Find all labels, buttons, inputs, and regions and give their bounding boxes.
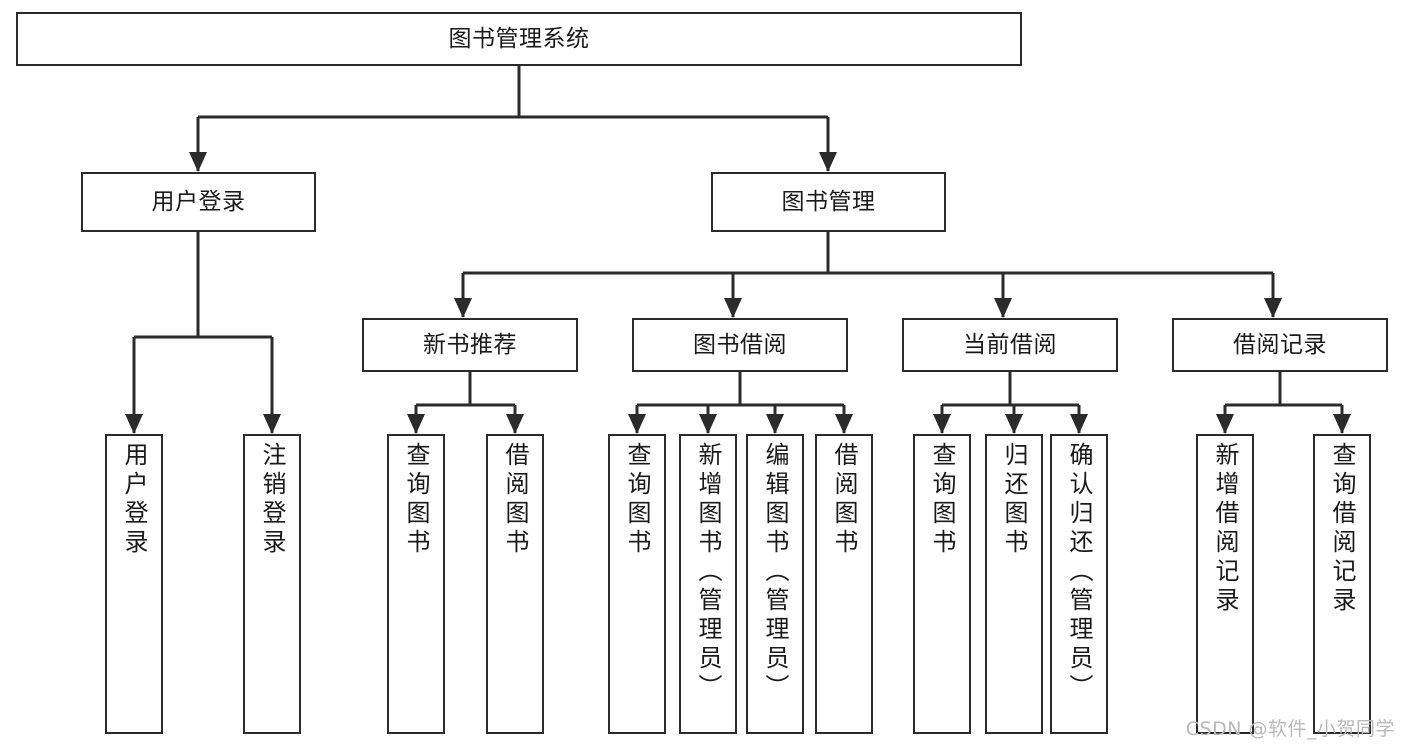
arrow-head-icon	[407, 414, 425, 434]
arrow-head-icon	[1216, 414, 1234, 434]
node-box-leaf-return-book[interactable]: 归还图书	[985, 434, 1043, 734]
node-box-new-book-recommend[interactable]: 新书推荐	[362, 318, 578, 372]
arrow-head-icon	[1264, 298, 1282, 318]
node-box-leaf-borrow-book-1[interactable]: 借阅图书	[486, 434, 544, 734]
node-box-leaf-borrow-book-2[interactable]: 借阅图书	[815, 434, 873, 734]
node-box-leaf-edit-book[interactable]: 编辑图书（管理员）	[746, 434, 804, 734]
node-label: 借阅记录	[1233, 331, 1327, 358]
arrow-head-icon	[699, 414, 717, 434]
node-label: 归还图书	[1000, 442, 1028, 558]
arrow-head-icon	[506, 414, 524, 434]
node-label: 图书管理系统	[448, 25, 590, 52]
node-label: 当前借阅	[963, 331, 1057, 358]
node-label: 编辑图书（管理员）	[761, 442, 789, 703]
arrow-head-icon	[1005, 414, 1023, 434]
node-label: 借阅图书	[830, 442, 858, 558]
node-label: 查询图书	[623, 442, 651, 558]
node-box-book-borrow[interactable]: 图书借阅	[632, 318, 848, 372]
node-label: 新书推荐	[423, 331, 517, 358]
csdn-watermark: CSDN @软件_小贺同学	[1185, 718, 1395, 740]
node-label: 新增借阅记录	[1211, 442, 1239, 616]
arrow-head-icon	[454, 298, 472, 318]
node-label: 查询借阅记录	[1328, 442, 1356, 616]
node-box-leaf-logout[interactable]: 注销登录	[243, 434, 301, 734]
node-box-user-login[interactable]: 用户登录	[81, 172, 316, 232]
arrow-head-icon	[1333, 414, 1351, 434]
arrow-head-icon	[933, 414, 951, 434]
node-box-root[interactable]: 图书管理系统	[16, 12, 1022, 66]
arrow-head-icon	[724, 298, 742, 318]
node-label: 查询图书	[402, 442, 430, 558]
node-box-current-borrow[interactable]: 当前借阅	[902, 318, 1118, 372]
node-box-borrow-record[interactable]: 借阅记录	[1172, 318, 1388, 372]
arrow-head-icon	[1070, 414, 1088, 434]
node-label: 新增图书（管理员）	[694, 442, 722, 703]
node-label: 图书管理	[781, 188, 876, 215]
arrow-head-icon	[263, 414, 281, 434]
arrow-head-icon	[125, 414, 143, 434]
node-label: 用户登录	[120, 442, 148, 558]
node-box-leaf-confirm-return[interactable]: 确认归还（管理员）	[1050, 434, 1108, 734]
node-box-leaf-query-book-2[interactable]: 查询图书	[608, 434, 666, 734]
node-label: 确认归还（管理员）	[1065, 442, 1093, 703]
node-box-leaf-query-book-1[interactable]: 查询图书	[387, 434, 445, 734]
node-label: 图书借阅	[693, 331, 787, 358]
node-label: 注销登录	[258, 442, 286, 558]
node-label: 用户登录	[151, 188, 246, 215]
node-box-leaf-query-book-3[interactable]: 查询图书	[913, 434, 971, 734]
node-box-leaf-query-record[interactable]: 查询借阅记录	[1313, 434, 1371, 734]
arrow-head-icon	[819, 152, 837, 172]
node-label: 查询图书	[928, 442, 956, 558]
node-box-leaf-add-record[interactable]: 新增借阅记录	[1196, 434, 1254, 734]
node-box-leaf-user-login[interactable]: 用户登录	[105, 434, 163, 734]
arrow-head-icon	[628, 414, 646, 434]
node-box-book-manage[interactable]: 图书管理	[711, 172, 946, 232]
arrow-head-icon	[994, 298, 1012, 318]
arrow-head-icon	[835, 414, 853, 434]
arrow-head-icon	[189, 152, 207, 172]
node-box-leaf-add-book[interactable]: 新增图书（管理员）	[679, 434, 737, 734]
arrow-head-icon	[766, 414, 784, 434]
node-label: 借阅图书	[501, 442, 529, 558]
